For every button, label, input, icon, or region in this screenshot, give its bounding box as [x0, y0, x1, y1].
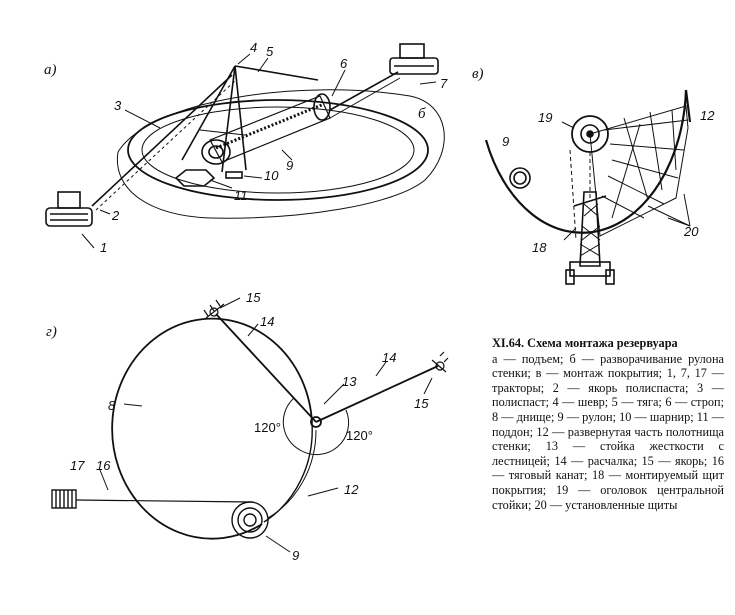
crane-18	[565, 149, 615, 285]
ground-mound	[116, 89, 445, 219]
roll-9	[201, 93, 331, 165]
label-v-19: 19	[538, 110, 552, 125]
label-9: 9	[286, 158, 293, 173]
angle-arc-left	[282, 397, 301, 451]
angle-arc-right	[299, 409, 350, 456]
panel-g-labels: г) 8 9 12 13 14 14 15 15 16 17 120° 120°	[46, 290, 429, 563]
label-v-12: 12	[700, 108, 715, 123]
tank-wall-arc	[484, 89, 688, 234]
label-v-18: 18	[532, 240, 547, 255]
roll-9-spiral	[231, 501, 269, 539]
guy-14-right	[315, 365, 439, 423]
panel-a-tag: а)	[44, 62, 57, 78]
tank-bottom	[127, 99, 429, 201]
label-4: 4	[250, 40, 257, 55]
roll-ring-9	[509, 167, 531, 189]
label-g-14-right: 14	[382, 350, 396, 365]
unrolled-wall-12	[263, 422, 313, 523]
label-7: 7	[440, 76, 448, 91]
label-3: 3	[114, 98, 122, 113]
label-10: 10	[264, 168, 279, 183]
pull-cable	[329, 71, 399, 111]
label-g-8: 8	[108, 398, 116, 413]
pull-rope-16	[75, 499, 253, 503]
angle-label-right: 120°	[346, 428, 373, 443]
panel-g-unrolling	[51, 297, 449, 553]
tractor-1	[45, 191, 93, 227]
caption-title: XI.64. Схема монтажа резервуара	[492, 336, 678, 350]
tank-bottom-8	[111, 317, 313, 540]
caption-body: а — подъем; б — разворачивание рулона ст…	[492, 351, 724, 512]
label-g-15-left: 15	[246, 290, 261, 305]
panel-b-tag: б	[418, 106, 426, 122]
label-g-12: 12	[344, 482, 359, 497]
label-g-17: 17	[70, 458, 85, 473]
tractor-17	[51, 489, 77, 509]
shear-legs-4	[181, 65, 319, 173]
panel-a-lifting	[45, 43, 445, 249]
label-2: 2	[111, 208, 120, 223]
anchor-15-left	[203, 299, 225, 319]
polyspast-rope	[91, 74, 233, 207]
panel-v-tag: в)	[472, 66, 484, 82]
panel-a-labels: а) б 1 2 3 4 5 6 7 9 10 11	[44, 40, 448, 255]
label-v-9: 9	[502, 134, 509, 149]
label-v-20: 20	[683, 224, 699, 239]
label-g-14-left: 14	[260, 314, 274, 329]
label-g-15-right: 15	[414, 396, 429, 411]
hinge-10	[225, 171, 243, 179]
panel-g-tag: г)	[46, 324, 57, 340]
label-g-9: 9	[292, 548, 299, 563]
label-11: 11	[234, 188, 248, 203]
guy-14-left	[215, 313, 317, 423]
label-6: 6	[340, 56, 348, 71]
tractor-7	[389, 43, 439, 75]
figure-caption: XI.64. Схема монтажа резервуара а — подъ…	[492, 336, 724, 512]
label-5: 5	[266, 44, 274, 59]
label-g-16: 16	[96, 458, 111, 473]
panel-v-labels: в) 9 12 18 19 20	[472, 66, 715, 255]
stiffener-13	[310, 416, 322, 428]
installed-shields-20	[589, 105, 689, 237]
tray-11	[174, 169, 216, 187]
angle-label-left: 120°	[254, 420, 281, 435]
panel-v-roof-assembly	[484, 89, 692, 285]
label-1: 1	[100, 240, 107, 255]
label-g-13: 13	[342, 374, 357, 389]
anchor-15-right	[431, 351, 449, 373]
tank-bottom-inner	[141, 106, 415, 194]
